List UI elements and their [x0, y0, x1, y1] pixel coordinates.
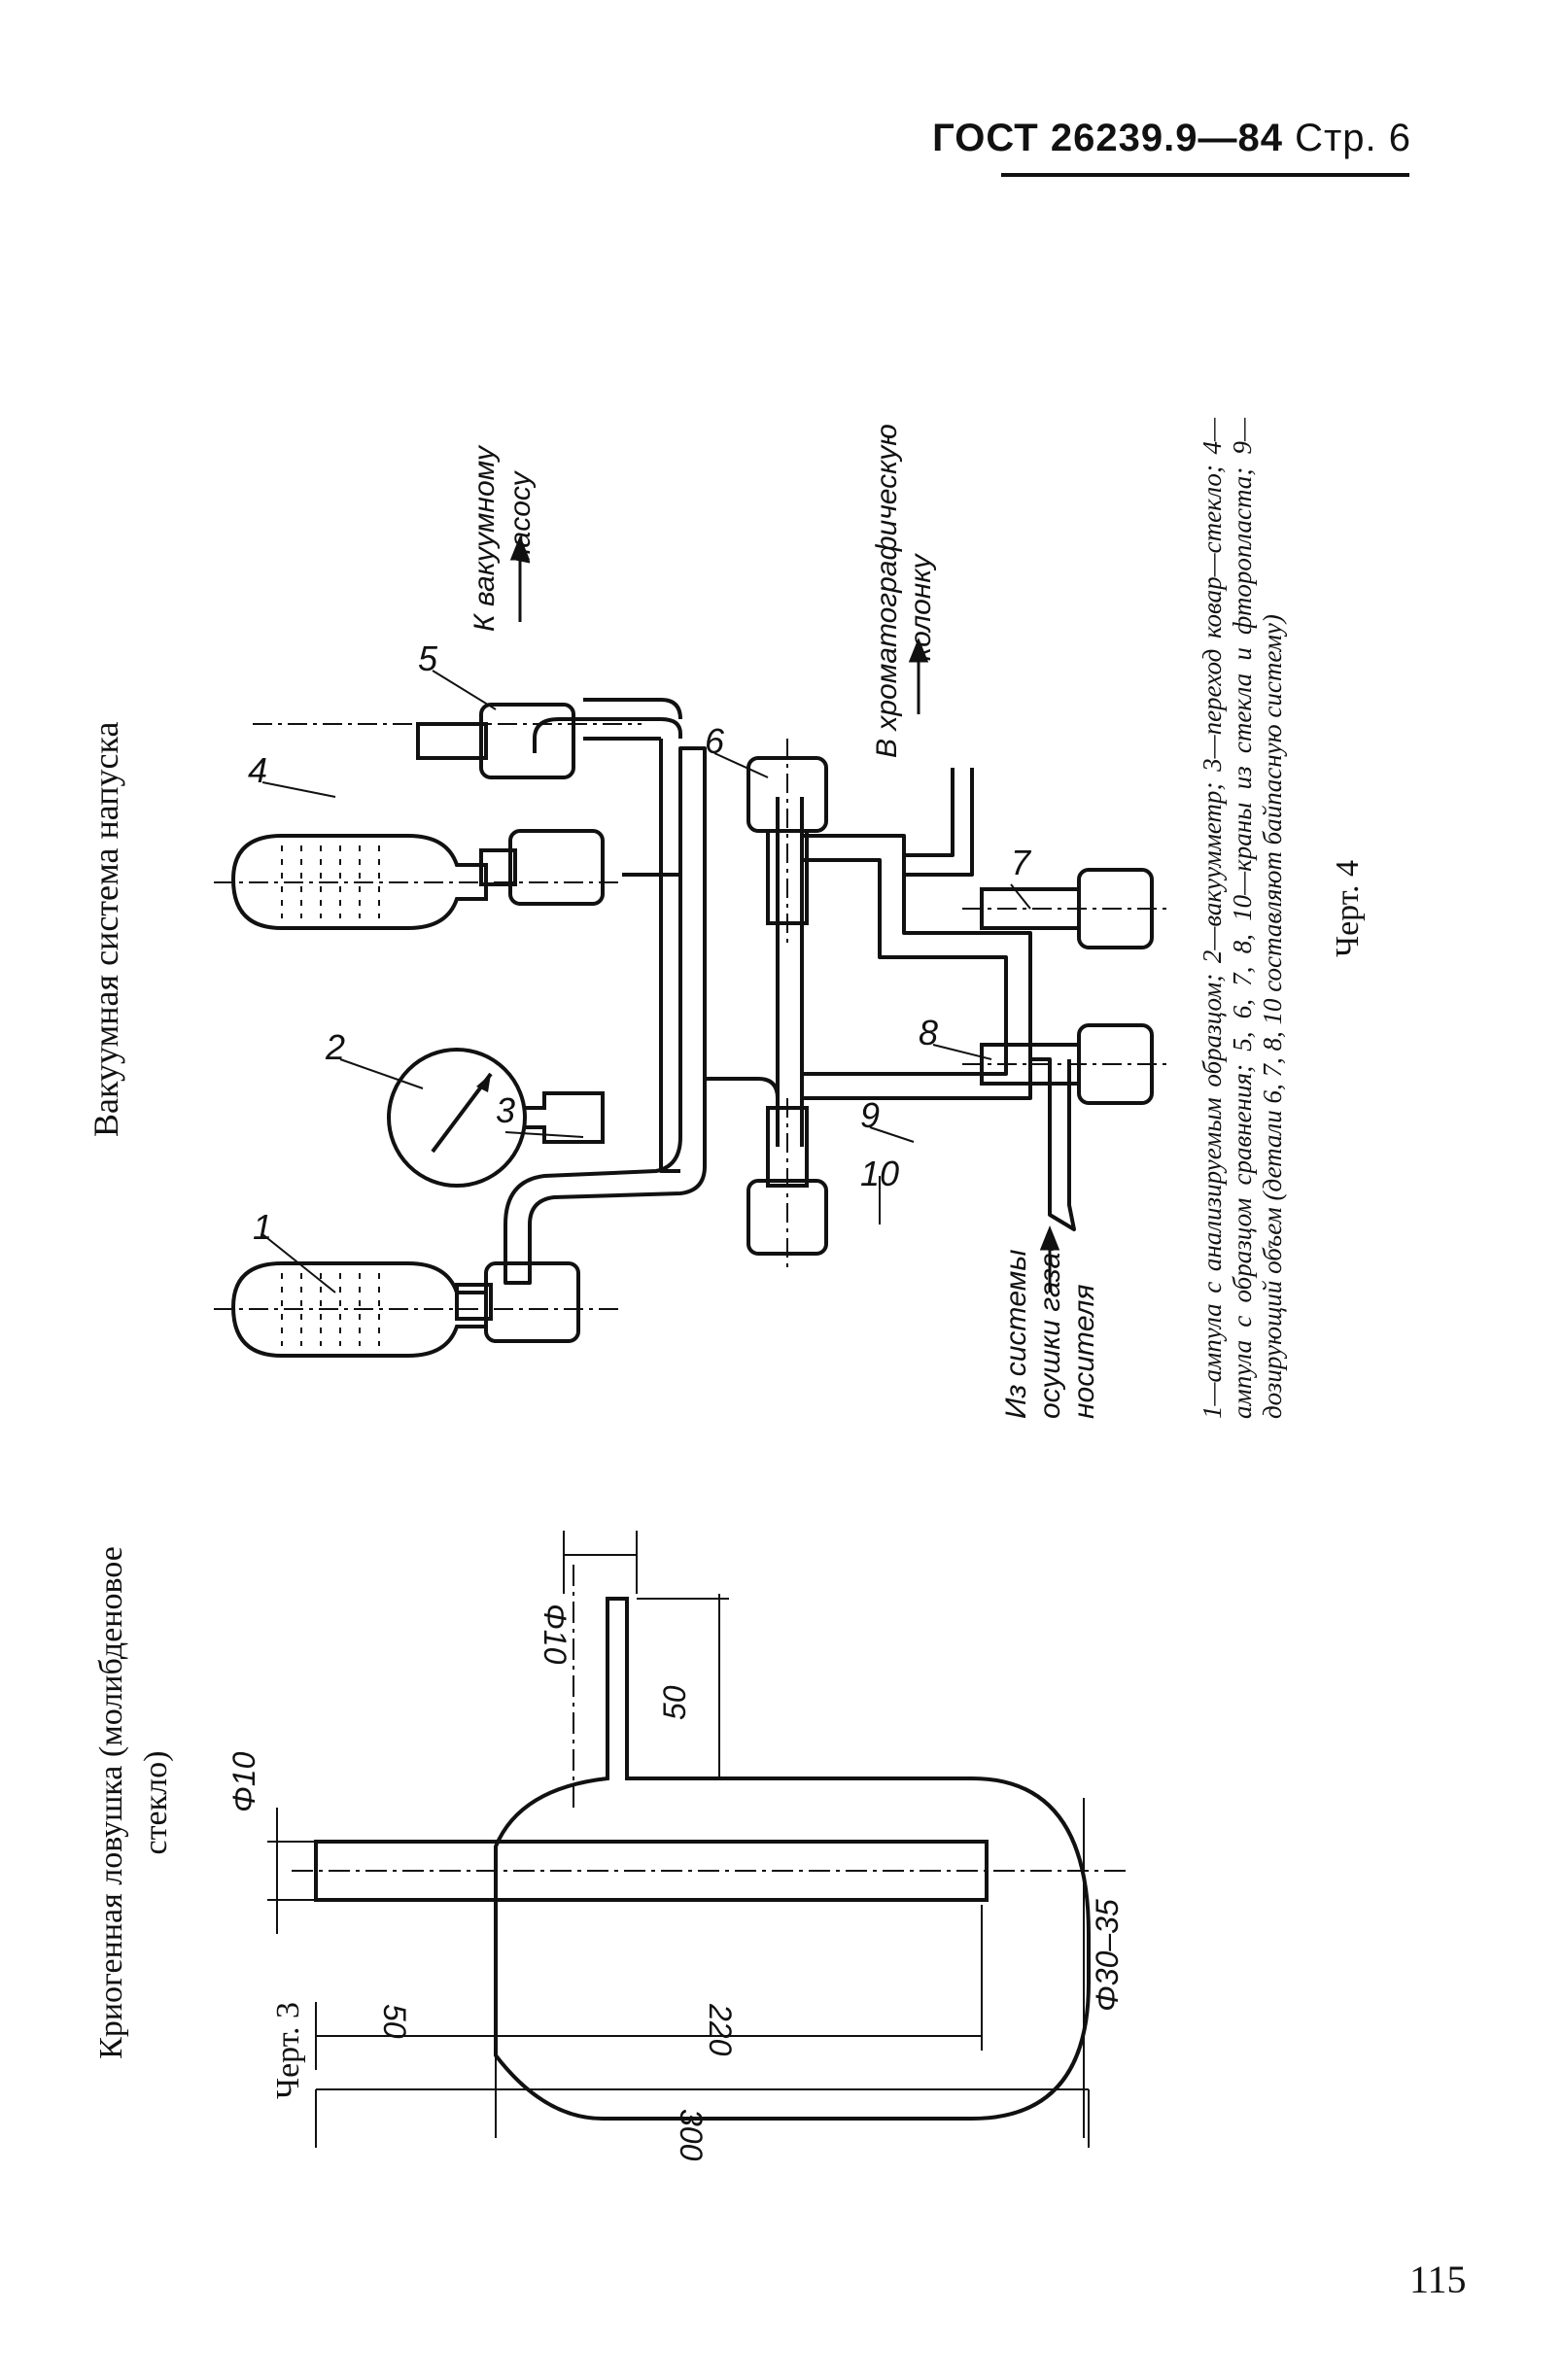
dim-tube-length: 220 — [703, 2003, 738, 2056]
valve-1-stopcock — [455, 1261, 580, 1343]
figure4-title: Вакуумная система напуска — [87, 721, 125, 1137]
label-3: 3 — [496, 1090, 515, 1130]
center-rail — [776, 797, 804, 1147]
dim-inner-diameter: Φ10 — [226, 1751, 261, 1812]
pipe-carrier — [1030, 1057, 1076, 1231]
dim-inner-length: 50 — [377, 2004, 412, 2039]
flow-arrows — [509, 535, 1060, 1293]
trap-outer-vessel — [494, 1597, 1091, 2121]
main-spine — [622, 873, 780, 1142]
valves — [416, 703, 1154, 1343]
label-4: 4 — [248, 750, 267, 790]
figure3-trap — [314, 1597, 1091, 2121]
axis-lines — [214, 723, 1166, 1310]
column-label-2: колонку — [905, 553, 937, 661]
figure3-caption: Черт. 3 — [270, 2001, 306, 2099]
valve-5 — [416, 703, 575, 779]
figure4-caption: Черт. 4 — [1330, 859, 1366, 957]
dim-side-length: 50 — [657, 1685, 692, 1720]
dim-total-length: 300 — [674, 2109, 709, 2161]
label-8: 8 — [919, 1013, 938, 1052]
standard-number: ГОСТ 26239.9—84 — [932, 117, 1283, 159]
label-7: 7 — [1011, 843, 1032, 882]
page-number: 115 — [1409, 2258, 1467, 2301]
ampoule-1 — [230, 1261, 488, 1358]
ampoule-4 — [230, 834, 488, 930]
ampoules — [230, 834, 488, 1358]
label-2: 2 — [325, 1027, 345, 1067]
pump-label-2: насосу — [504, 469, 537, 564]
label-10: 10 — [860, 1154, 899, 1193]
pump-label-1: К вакуумному — [469, 444, 501, 632]
main-pipe-left — [533, 717, 682, 1173]
label-9: 9 — [860, 1095, 880, 1135]
carrier-label-2: осушки газа- — [1034, 1243, 1066, 1419]
dim-outer-diameter: Φ30–35 — [1090, 1899, 1125, 2012]
pipe-column — [904, 768, 974, 877]
leader-lines — [261, 670, 1031, 1293]
figure3-axes — [292, 1565, 1128, 1872]
page-label: Стр. 6 — [1295, 117, 1411, 159]
page-header: ГОСТ 26239.9—84 Стр. 6 — [932, 117, 1411, 160]
label-1: 1 — [253, 1207, 272, 1247]
pipe-valve5 — [583, 698, 682, 741]
figure4-piping — [503, 698, 1076, 1285]
header-rule — [1001, 173, 1409, 177]
figure4-legend: 1—ампула с анализируемым образцом; 2—вак… — [1198, 418, 1287, 1419]
valve-4-stopcock — [479, 829, 605, 906]
dim-inlet-diameter: Φ10 — [538, 1604, 573, 1665]
bypass-loop — [802, 834, 1032, 1100]
figure3-title: Криогенная ловушка (молибденовое стекло) — [93, 1546, 174, 2059]
carrier-label-1: Из системы — [1000, 1250, 1032, 1419]
vacuum-gauge — [387, 1048, 605, 1188]
label-6: 6 — [705, 721, 725, 761]
figure3-dimensions — [267, 1531, 1090, 2148]
column-label-1: В хроматографическую — [871, 424, 903, 758]
label-5: 5 — [418, 638, 438, 678]
manifold-left — [503, 746, 707, 1285]
carrier-label-3: носителя — [1068, 1284, 1100, 1419]
